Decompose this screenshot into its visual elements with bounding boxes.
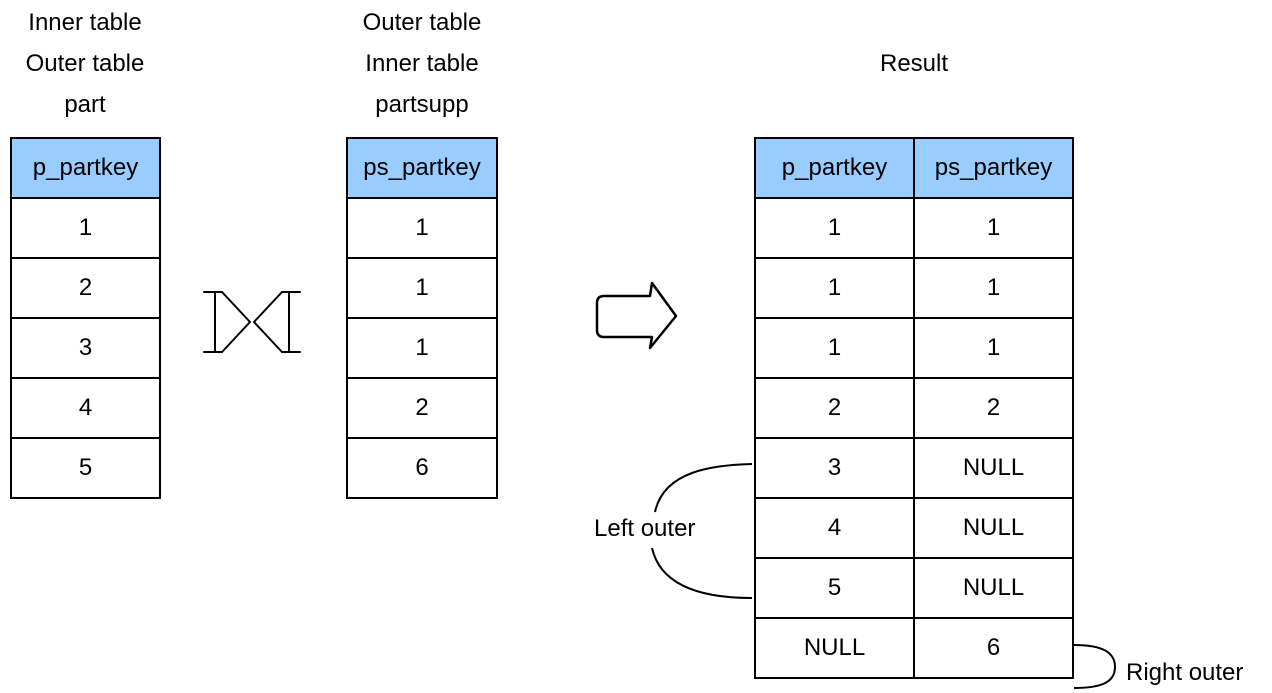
result-cell: 1 [913, 317, 1074, 379]
part-role-1: Inner table [28, 9, 142, 36]
result-cell: 1 [754, 197, 915, 259]
result-header-p-partkey: p_partkey [754, 137, 915, 199]
partsupp-cell: 1 [346, 317, 498, 379]
table-row: 1 1 [754, 257, 1074, 319]
table-row: 4 NULL [754, 497, 1074, 559]
result-cell: 3 [754, 437, 915, 499]
part-header: p_partkey [10, 137, 161, 199]
partsupp-cell: 2 [346, 377, 498, 439]
partsupp-header: ps_partkey [346, 137, 498, 199]
partsupp-cell: 1 [346, 257, 498, 319]
partsupp-table: ps_partkey 1 1 1 2 6 [346, 137, 498, 499]
right-outer-label: Right outer [1126, 659, 1244, 686]
part-table-name: part [64, 91, 106, 118]
result-cell: NULL [913, 557, 1074, 619]
table-row: 5 NULL [754, 557, 1074, 619]
result-cell: 2 [913, 377, 1074, 439]
part-role-2: Outer table [25, 50, 145, 77]
result-cell: NULL [913, 437, 1074, 499]
table-row: NULL 6 [754, 617, 1074, 679]
result-title: Result [879, 50, 949, 77]
partsupp-table-caption: Outer table Inner table partsupp [342, 2, 502, 125]
result-caption: Result [834, 43, 994, 84]
result-cell: 4 [754, 497, 915, 559]
part-table-caption: Inner table Outer table part [5, 2, 165, 125]
table-row: 3 NULL [754, 437, 1074, 499]
part-cell: 3 [10, 317, 161, 379]
partsupp-cell: 6 [346, 437, 498, 499]
part-cell: 5 [10, 437, 161, 499]
table-row: 1 1 [754, 317, 1074, 379]
result-table: p_partkey ps_partkey 1 1 1 1 1 1 2 2 3 N… [754, 137, 1074, 679]
result-header-ps-partkey: ps_partkey [913, 137, 1074, 199]
partsupp-role-2: Inner table [365, 50, 479, 77]
table-row: 2 2 [754, 377, 1074, 439]
left-outer-bracket [651, 463, 753, 599]
partsupp-cell: 1 [346, 197, 498, 259]
part-cell: 2 [10, 257, 161, 319]
right-outer-bracket [1073, 644, 1117, 689]
partsupp-role-1: Outer table [362, 9, 482, 36]
result-cell: 5 [754, 557, 915, 619]
result-cell: 1 [754, 257, 915, 319]
part-table: p_partkey 1 2 3 4 5 [10, 137, 161, 499]
right-arrow-icon [595, 281, 678, 350]
result-cell: 1 [754, 317, 915, 379]
partsupp-table-name: partsupp [375, 91, 469, 118]
result-cell: NULL [754, 617, 915, 679]
full-outer-join-icon [203, 291, 301, 353]
result-cell: 6 [913, 617, 1074, 679]
table-row: 1 1 [754, 197, 1074, 259]
part-cell: 4 [10, 377, 161, 439]
result-cell: NULL [913, 497, 1074, 559]
result-cell: 1 [913, 197, 1074, 259]
result-cell: 1 [913, 257, 1074, 319]
left-outer-label: Left outer [594, 515, 696, 542]
result-cell: 2 [754, 377, 915, 439]
part-cell: 1 [10, 197, 161, 259]
